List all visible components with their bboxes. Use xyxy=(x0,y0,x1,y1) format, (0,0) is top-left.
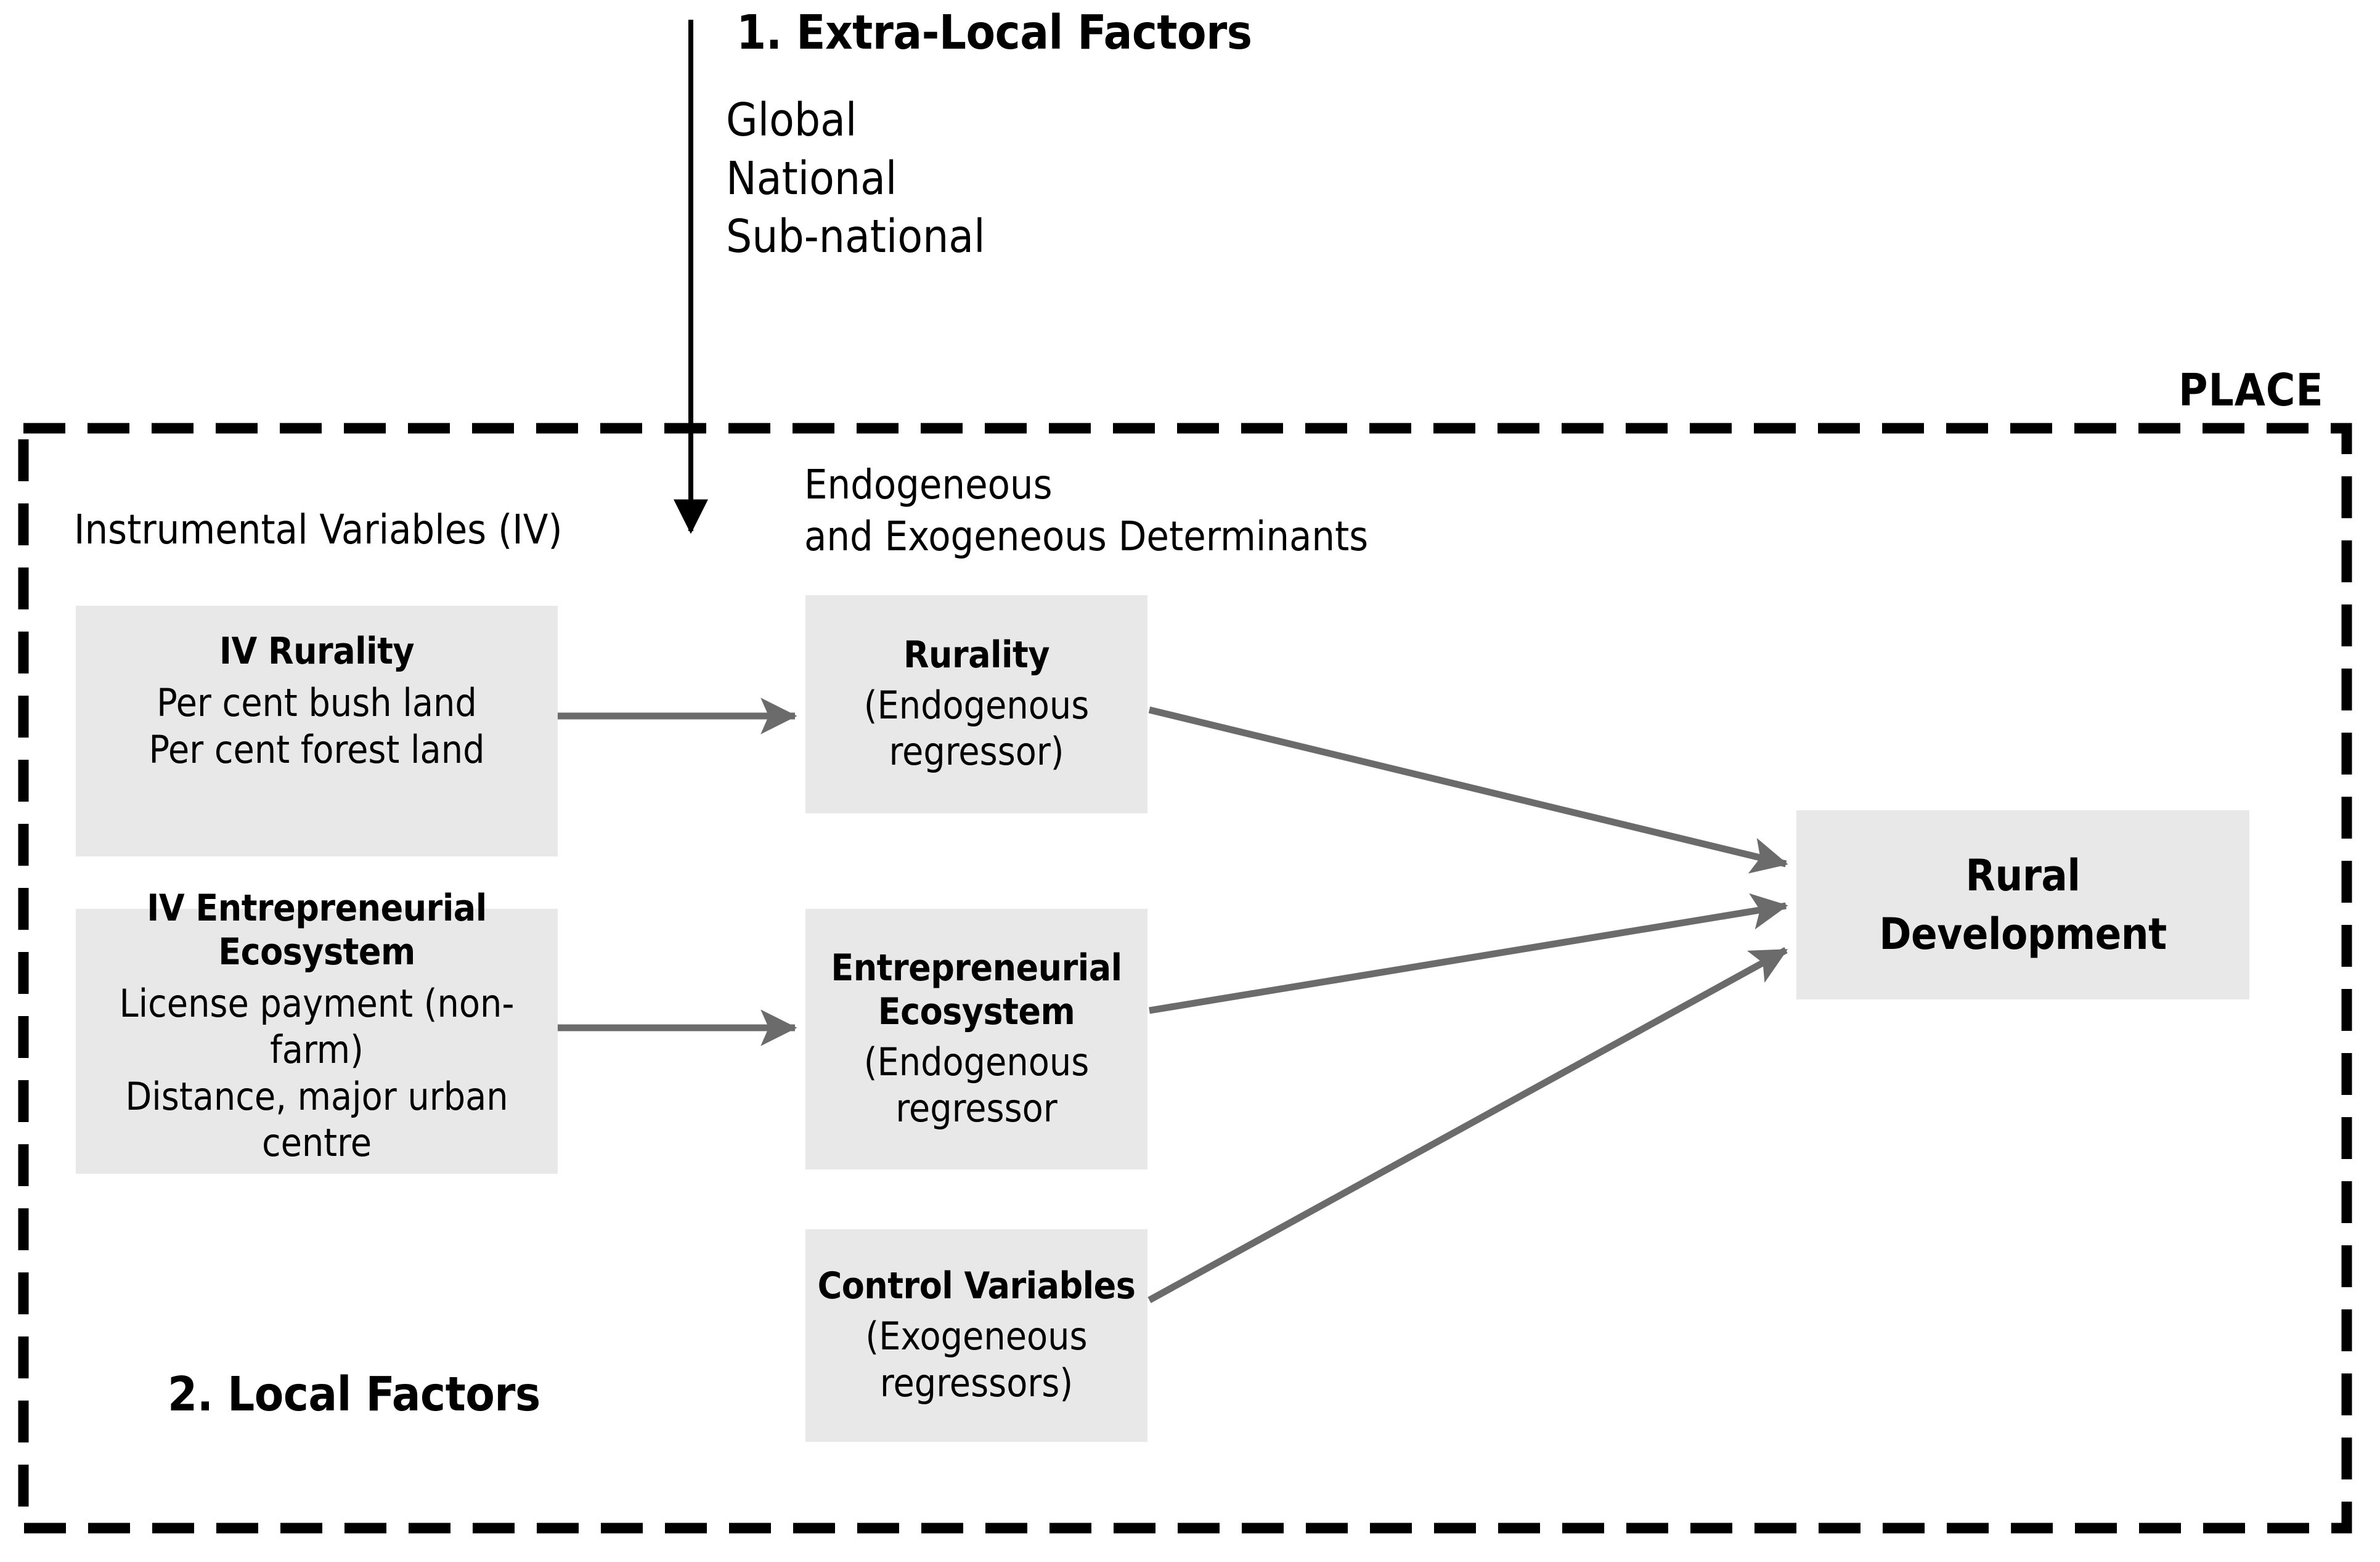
arrow-rurality-to-rural-development xyxy=(1148,706,1788,874)
node-entrepreneurial-ecosystem[interactable]: Entrepreneurial Ecosystem (Endogenous re… xyxy=(805,909,1147,1169)
arrow-ecosystem-to-rural-development xyxy=(1149,893,1788,1014)
node-ecosystem-title-line2: Ecosystem xyxy=(878,990,1075,1033)
column-header-instrumental-variables: Instrumental Variables (IV) xyxy=(74,506,563,553)
node-rurality-line-1: (Endogenous xyxy=(863,682,1090,728)
column-header-determinants: Endogeneous and Exogeneous Determinants xyxy=(804,459,1368,563)
local-factors-heading: 2. Local Factors xyxy=(168,1367,540,1422)
node-iv-ecosystem-line-2: Distance, major urban centre xyxy=(125,1073,508,1166)
extra-local-level-national: National xyxy=(726,152,897,205)
node-iv-rurality-title: IV Rurality xyxy=(219,630,415,673)
node-rural-development-title-line2: Development xyxy=(1879,908,2167,959)
place-boundary-dashed xyxy=(18,423,2352,1534)
node-control-variables-line-2: regressors) xyxy=(879,1360,1074,1405)
node-rurality[interactable]: Rurality (Endogenous regressor) xyxy=(805,595,1147,813)
place-label: PLACE xyxy=(2178,364,2324,416)
node-ecosystem-line-1: (Endogenous xyxy=(863,1039,1090,1084)
node-iv-ecosystem-title-line2: Ecosystem xyxy=(218,930,415,974)
node-ecosystem-title-line1: Entrepreneurial xyxy=(831,946,1122,990)
node-iv-entrepreneurial-ecosystem[interactable]: IV Entrepreneurial Ecosystem License pay… xyxy=(76,887,558,1174)
arrow-control-to-rural-development xyxy=(1147,947,1788,1303)
node-iv-rurality-line-2: Per cent forest land xyxy=(149,726,485,772)
node-rural-development-title-line1: Rural xyxy=(1965,850,2080,901)
column-header-determinants-line2: and Exogeneous Determinants xyxy=(804,513,1369,561)
node-iv-ecosystem-line-1: License payment (non-farm) xyxy=(119,980,515,1073)
node-ecosystem-line-2: regressor xyxy=(895,1086,1058,1131)
extra-local-levels: Global National Sub-national xyxy=(726,91,985,266)
extra-local-heading: 1. Extra-Local Factors xyxy=(736,6,1252,60)
node-iv-ecosystem-title-line1: IV Entrepreneurial xyxy=(147,886,487,930)
node-control-variables-line-1: (Exogeneous xyxy=(865,1314,1088,1359)
column-header-determinants-line1: Endogeneous xyxy=(804,461,1053,508)
node-rurality-title: Rurality xyxy=(903,633,1050,677)
node-control-variables[interactable]: Control Variables (Exogeneous regressors… xyxy=(805,1229,1147,1442)
node-iv-rurality[interactable]: IV Rurality Per cent bush land Per cent … xyxy=(76,606,558,856)
node-rurality-line-2: regressor) xyxy=(889,729,1064,775)
node-iv-rurality-line-1: Per cent bush land xyxy=(157,680,477,726)
node-control-variables-title: Control Variables xyxy=(817,1264,1136,1308)
extra-local-level-sub-national: Sub-national xyxy=(726,210,985,264)
extra-local-level-global: Global xyxy=(726,94,857,147)
node-rural-development[interactable]: Rural Development xyxy=(1796,810,2249,999)
